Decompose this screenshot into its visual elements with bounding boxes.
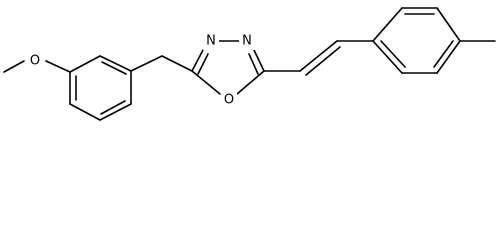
oxadiazole-n4-label: N bbox=[242, 34, 252, 49]
ring2-bond-6 bbox=[372, 40, 403, 74]
oxadiazole-c5-o1 bbox=[236, 70, 265, 95]
ring2-bond-3 bbox=[436, 7, 461, 42]
ring1-double-2 bbox=[100, 100, 126, 115]
n3-bg bbox=[203, 32, 219, 50]
ring1-double-1 bbox=[101, 61, 127, 75]
bond-ch2-c2 bbox=[161, 55, 193, 72]
methoxy-oxygen-label: O bbox=[30, 54, 40, 69]
vinyl-bond bbox=[299, 40, 338, 72]
ring1-bond-5 bbox=[69, 103, 101, 121]
oxadiazole-c2-n3-double bbox=[197, 53, 209, 75]
oxadiazole-o1-c2 bbox=[191, 70, 221, 95]
atom-labels: O N N O bbox=[27, 32, 255, 109]
oxadiazole-c2-n3 bbox=[191, 49, 204, 72]
bonds bbox=[3, 7, 496, 121]
oxadiazole-n3-label: N bbox=[206, 34, 216, 49]
oxadiazole-n4-c5 bbox=[253, 49, 265, 72]
ring1-bond-2 bbox=[99, 55, 132, 72]
vinyl-bond-double bbox=[305, 46, 341, 76]
ring2-double-3 bbox=[380, 40, 406, 68]
structure-diagram: O N N O bbox=[3, 7, 496, 121]
oxadiazole-oxygen-label: O bbox=[224, 93, 234, 108]
bond-aryl-ch2 bbox=[130, 55, 163, 72]
bond-methyl-o bbox=[3, 60, 25, 73]
methoxy-oxygen-bg bbox=[27, 52, 43, 70]
ring2-bond-1 bbox=[372, 7, 403, 42]
ring2-double-2 bbox=[433, 40, 454, 68]
ring-oxygen-bg bbox=[221, 91, 237, 109]
n4-bg bbox=[239, 32, 255, 50]
ring1-bond-1 bbox=[69, 55, 101, 73]
oxadiazole-n4-c5-double bbox=[248, 53, 259, 75]
ring1-bond-4 bbox=[99, 103, 132, 121]
ring2-bond-4 bbox=[436, 40, 461, 74]
bond-o-aryl bbox=[45, 60, 71, 73]
